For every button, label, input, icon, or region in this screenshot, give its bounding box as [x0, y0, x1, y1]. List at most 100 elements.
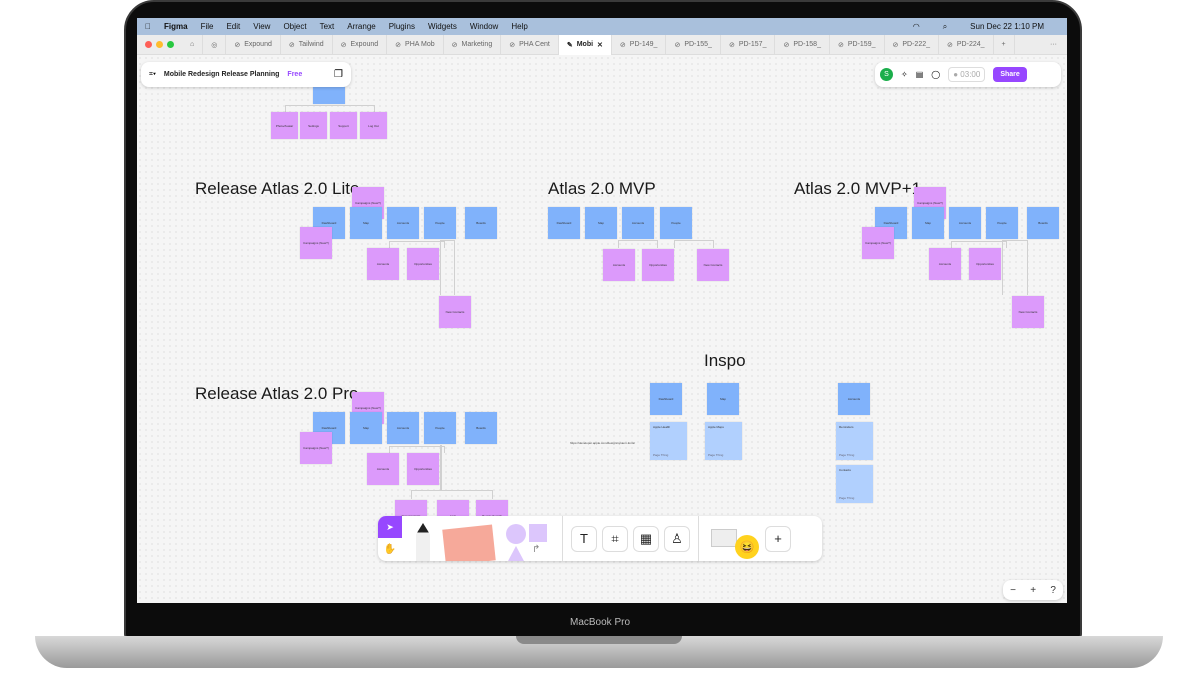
marker-tool[interactable]	[416, 523, 430, 561]
menu-item-object[interactable]: Object	[277, 22, 306, 31]
home-tab[interactable]: ⌂	[182, 34, 204, 55]
sticky-note[interactable]: Accounts	[387, 207, 419, 239]
file-tab[interactable]: ⊘PD-222_	[885, 34, 940, 55]
sticky-note[interactable]: Boards	[465, 412, 497, 444]
canvas[interactable]: Release Atlas 2.0 Lite Atlas 2.0 MVP Atl…	[137, 55, 1067, 603]
search-icon[interactable]: ⌕	[942, 21, 948, 31]
sticky-note[interactable]: Boards	[1027, 207, 1059, 239]
layout-icon[interactable]: ▤	[915, 70, 924, 79]
move-tool[interactable]: ➤	[378, 516, 402, 538]
sticky-note[interactable]: Accounts	[949, 207, 981, 239]
menu-item-help[interactable]: Help	[505, 22, 527, 31]
pages-icon[interactable]: ❐	[334, 69, 343, 80]
clock-text[interactable]: Sun Dec 22 1:10 PM	[970, 22, 1044, 31]
sticky-note[interactable]: Accounts	[367, 453, 399, 485]
minimize-window-button[interactable]	[156, 41, 163, 48]
sticky-note[interactable]: Accounts	[387, 412, 419, 444]
timer[interactable]: ● 03:00	[948, 67, 986, 82]
file-tab[interactable]: ⊘Expound	[333, 34, 388, 55]
sticky-note-tool[interactable]	[442, 523, 496, 561]
menu-item-window[interactable]: Window	[463, 22, 498, 31]
sticky-note[interactable]: Opportunities	[969, 248, 1001, 280]
file-tab[interactable]: ⊘PD-155_	[666, 34, 721, 55]
menu-item-arrange[interactable]: Arrange	[341, 22, 375, 31]
file-tab[interactable]: ⊘PD-149_	[612, 34, 667, 55]
sticky-note[interactable]: People	[660, 207, 692, 239]
shape-tool[interactable]: ↱	[504, 516, 554, 561]
sticky-note[interactable]: Support	[330, 112, 357, 139]
sticky-note[interactable]: Map	[350, 412, 382, 444]
zoom-out-button[interactable]: −	[1010, 584, 1016, 596]
menu-app[interactable]: Figma	[158, 22, 188, 31]
hand-tool[interactable]: ✋	[383, 543, 397, 555]
menu-item-view[interactable]: View	[247, 22, 270, 31]
sticky-note[interactable]: Map	[585, 207, 617, 239]
sticky-note[interactable]: People	[424, 207, 456, 239]
help-button[interactable]: ?	[1050, 584, 1056, 596]
text-tool[interactable]: T	[571, 525, 597, 552]
stamp-tool[interactable]: ♙	[664, 525, 690, 552]
close-window-button[interactable]	[145, 41, 152, 48]
sticky-note[interactable]	[313, 84, 345, 104]
sticky-note[interactable]: Dashboard	[548, 207, 580, 239]
sticky-note[interactable]: Settings	[300, 112, 327, 139]
sticky-note[interactable]: Log Out	[360, 112, 387, 139]
zoom-in-button[interactable]: +	[1030, 584, 1037, 596]
sticky-note[interactable]: Dashboard	[650, 383, 682, 415]
section-tool[interactable]: ⌗	[602, 525, 628, 552]
sticky-note[interactable]: Map	[707, 383, 739, 415]
sticky-note[interactable]: Boards	[465, 207, 497, 239]
ai-icon[interactable]: ✧	[901, 70, 908, 79]
sticky-note[interactable]: Campaigns (New?)	[300, 432, 332, 464]
plan-badge[interactable]: Free	[287, 71, 303, 78]
close-tab-icon[interactable]: ✕	[597, 41, 603, 49]
apple-icon[interactable]: 	[145, 22, 151, 31]
file-tab[interactable]: ⊘Expound	[226, 34, 281, 55]
file-tab[interactable]: ⊘PHA Mob	[387, 34, 444, 55]
sticky-note[interactable]: Photo/Avatar	[271, 112, 298, 139]
sticky-note[interactable]: Accounts	[929, 248, 961, 280]
inspo-link[interactable]: https://developer.apple.com/design/syste…	[570, 441, 636, 445]
figma-menu-icon[interactable]: ⌗▾	[149, 70, 156, 78]
menu-item-text[interactable]: Text	[313, 22, 335, 31]
sticky-note[interactable]: Map	[350, 207, 382, 239]
share-button[interactable]: Share	[993, 67, 1027, 82]
menu-item-plugins[interactable]: Plugins	[382, 22, 415, 31]
sticky-note[interactable]: People	[424, 412, 456, 444]
new-tab-button[interactable]: +	[994, 34, 1015, 55]
sticky-note[interactable]: Accounts	[367, 248, 399, 280]
file-name[interactable]: Mobile Redesign Release Planning	[163, 71, 280, 78]
file-tab[interactable]: ⊘Tailwind	[281, 34, 333, 55]
sticky-note[interactable]: Accounts	[622, 207, 654, 239]
wifi-icon[interactable]: ◠	[912, 22, 920, 31]
file-tab[interactable]: ✎Mobi✕	[558, 34, 612, 55]
sticky-note[interactable]: New Contacts	[697, 249, 729, 281]
sticky-note[interactable]: People	[986, 207, 1018, 239]
maximize-window-button[interactable]	[167, 41, 174, 48]
file-tab[interactable]: ⊘PD-158_	[775, 34, 830, 55]
file-tab[interactable]: ⊘PHA Cent	[501, 34, 559, 55]
more-icon[interactable]: ···	[1050, 41, 1057, 48]
community-tab[interactable]: ◎	[203, 34, 227, 55]
sticky-note[interactable]: Campaigns (New?)	[300, 227, 332, 259]
widgets-icon[interactable]: 😆	[707, 519, 765, 559]
sticky-note[interactable]: Accounts	[838, 383, 870, 415]
sticky-note[interactable]: Opportunities	[407, 453, 439, 485]
file-tab[interactable]: ⊘Marketing	[444, 34, 502, 55]
file-tab[interactable]: ⊘PD-224_	[939, 34, 994, 55]
table-tool[interactable]: ▦	[633, 525, 659, 552]
comment-icon[interactable]: ◯	[931, 70, 941, 79]
file-tab[interactable]: ⊘PD-159_	[830, 34, 885, 55]
avatar[interactable]: S	[880, 68, 893, 81]
menu-item-edit[interactable]: Edit	[220, 22, 240, 31]
sticky-note[interactable]: Accounts	[603, 249, 635, 281]
more-tools-button[interactable]: +	[765, 525, 791, 552]
sticky-note[interactable]: Map	[912, 207, 944, 239]
sticky-note[interactable]: New Contacts	[1012, 296, 1044, 328]
menu-item-widgets[interactable]: Widgets	[421, 22, 457, 31]
file-tab[interactable]: ⊘PD-157_	[721, 34, 776, 55]
